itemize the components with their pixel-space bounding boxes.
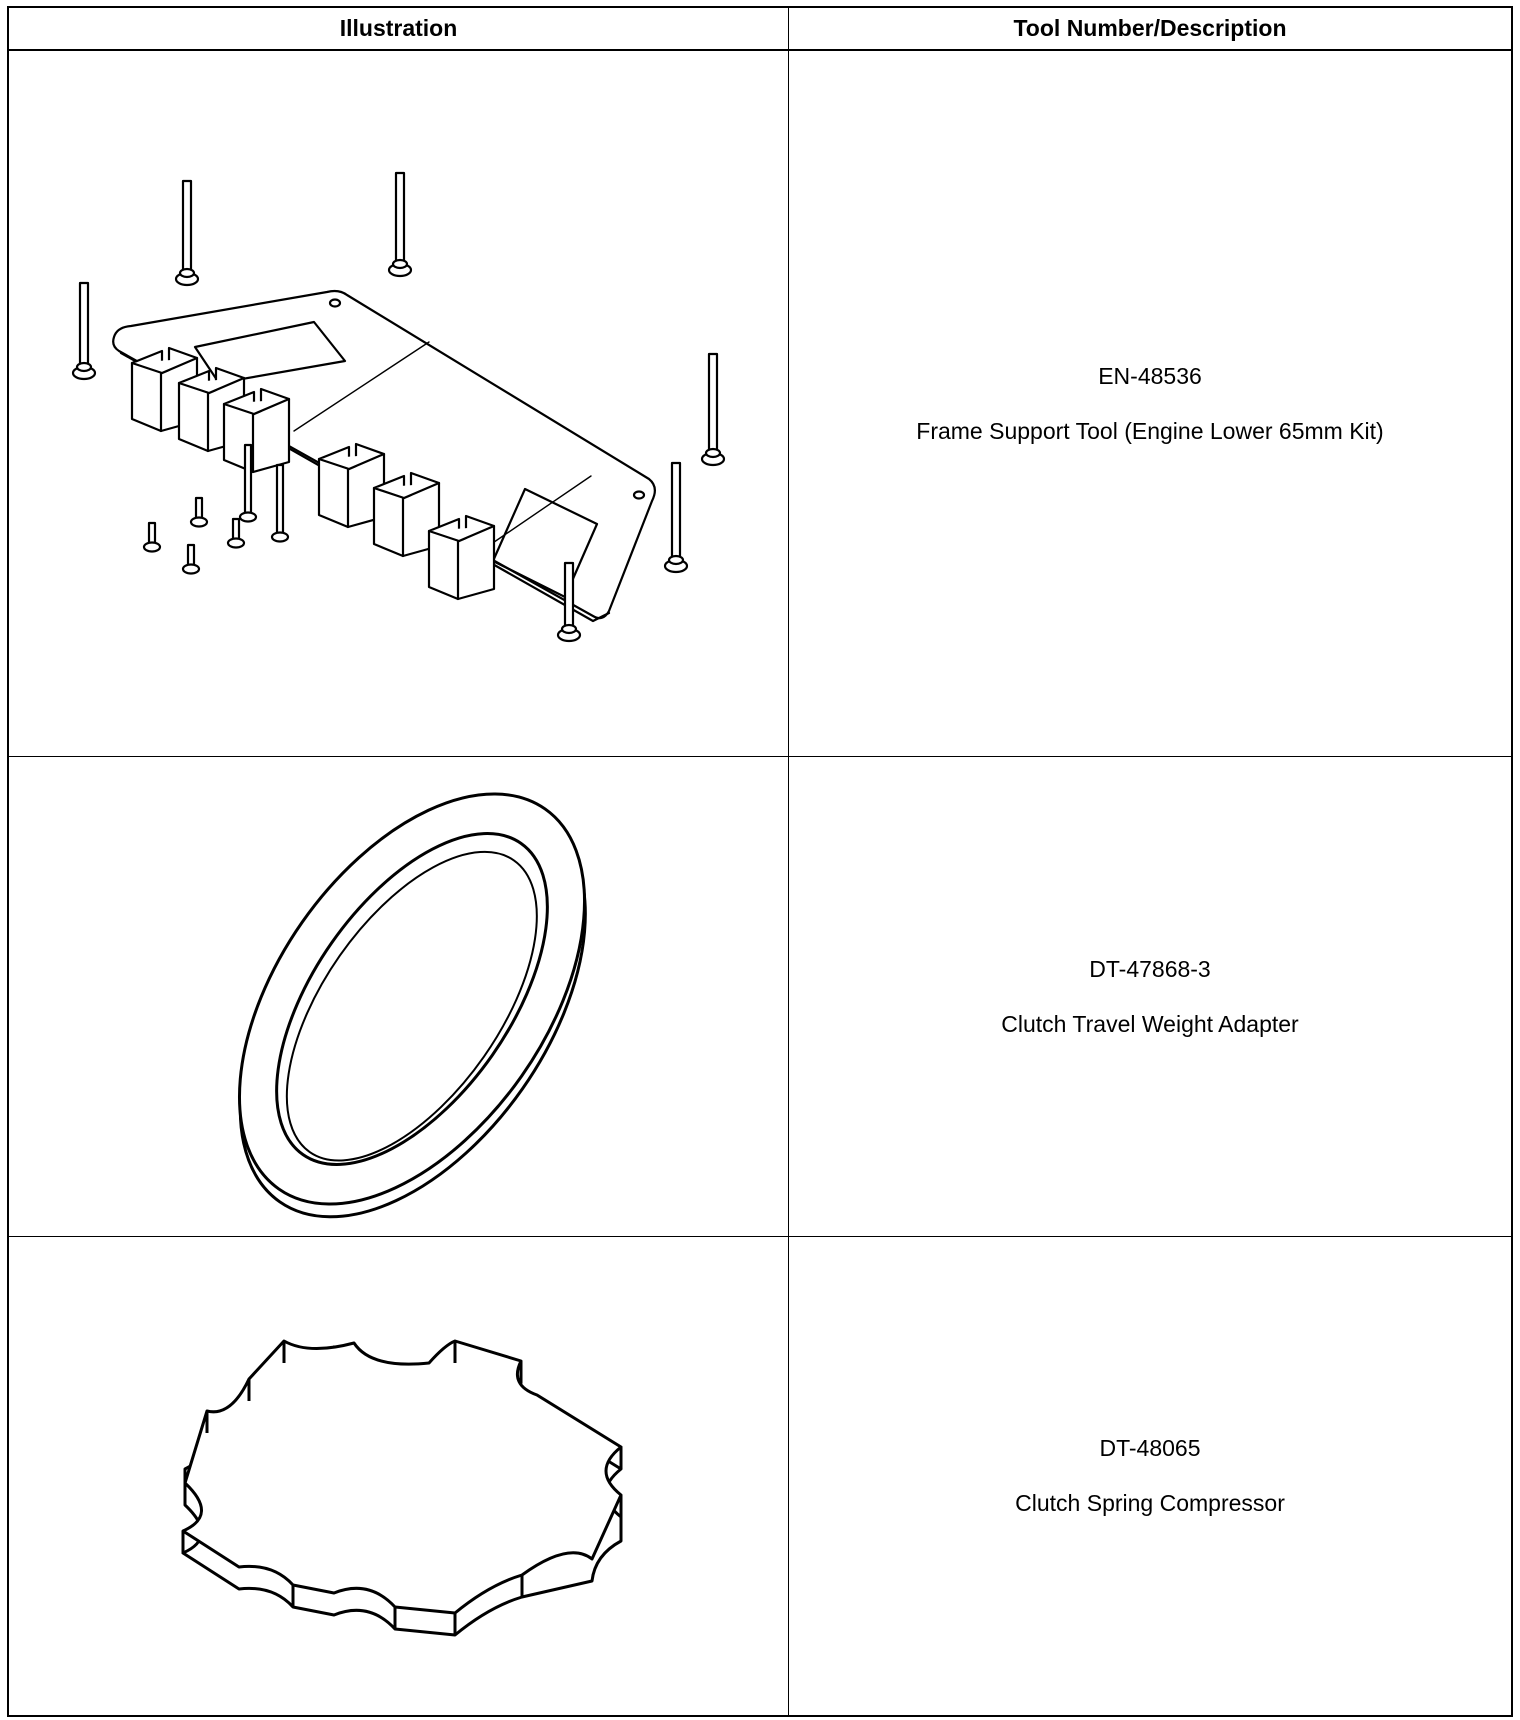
tool-description: Frame Support Tool (Engine Lower 65mm Ki… [916,417,1384,444]
illustration-cell [9,757,788,1236]
header-illustration: Illustration [339,15,458,41]
ring-adapter-icon [238,792,587,1219]
table-header: Illustration Tool Number/Description [9,8,1511,51]
tool-description: Clutch Travel Weight Adapter [1001,1010,1299,1037]
illustration-cell [9,51,788,756]
tool-table: Illustration Tool Number/Description [7,6,1513,1717]
tool-number: DT-47868-3 [1089,955,1211,982]
spring-compressor-icon [181,1339,623,1637]
description-cell: DT-48065 Clutch Spring Compressor [788,1237,1511,1715]
description-cell: DT-47868-3 Clutch Travel Weight Adapter [788,757,1511,1236]
tool-description: Clutch Spring Compressor [1015,1490,1285,1516]
tool-number: DT-48065 [1099,1435,1201,1461]
frame-support-tool-icon [71,171,726,643]
header-tool-number-description: Tool Number/Description [788,8,1511,49]
table-row: EN-48536 Frame Support Tool (Engine Lowe… [9,51,1511,757]
description-cell: EN-48536 Frame Support Tool (Engine Lowe… [788,51,1511,756]
tool-number: EN-48536 [1098,362,1202,389]
table-row: DT-48065 Clutch Spring Compressor [9,1237,1511,1715]
table-row: DT-47868-3 Clutch Travel Weight Adapter [9,757,1511,1237]
illustration-cell [9,1237,788,1715]
